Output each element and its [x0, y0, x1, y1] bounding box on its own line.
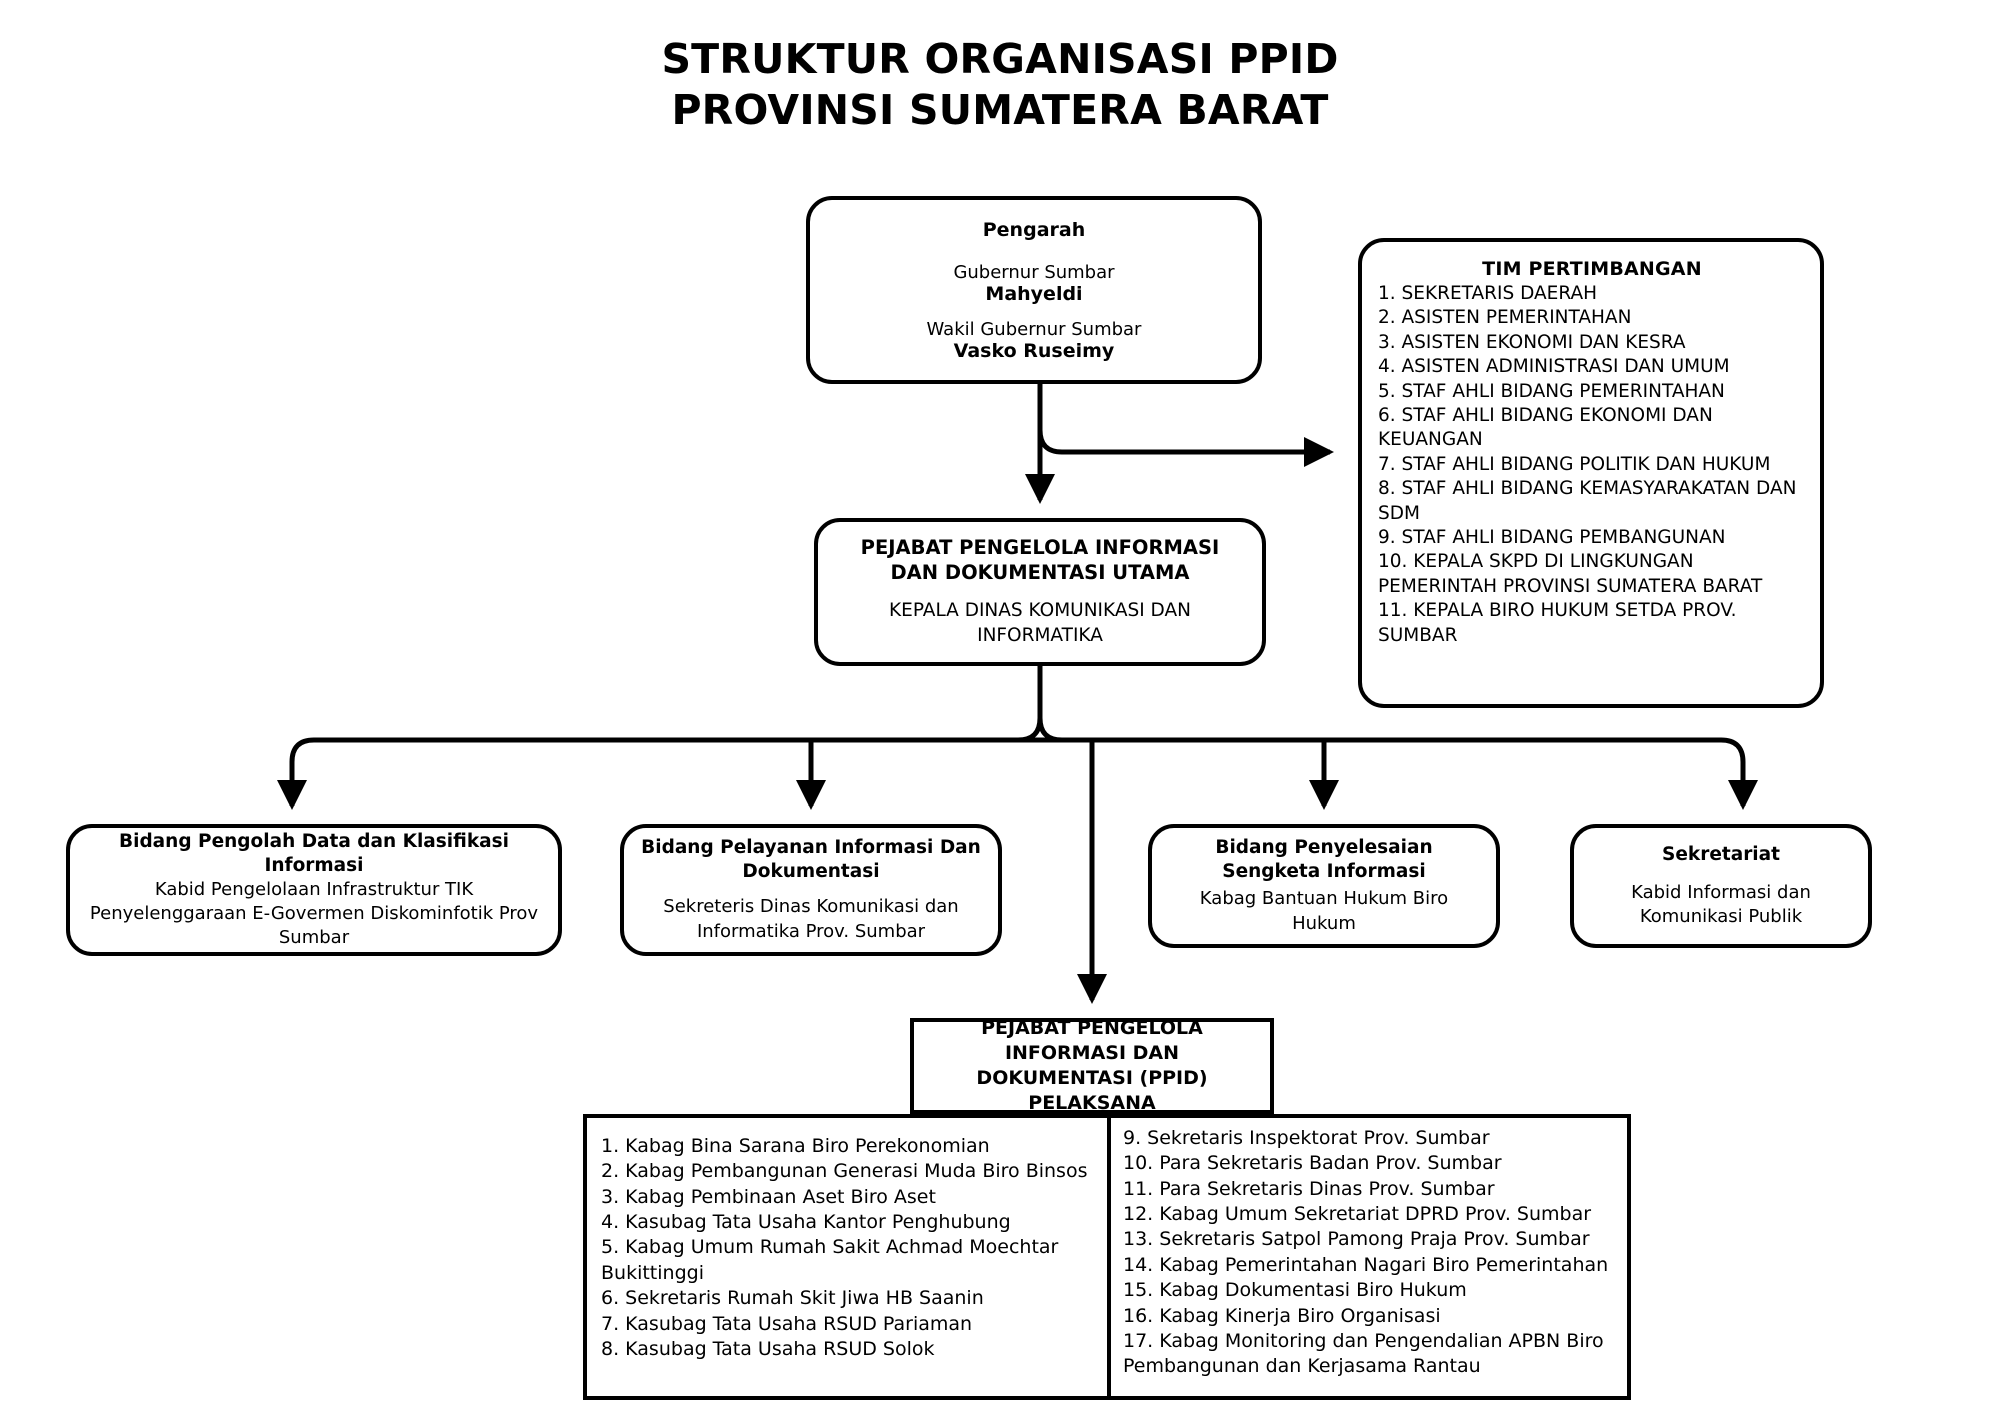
spacer — [826, 242, 1242, 262]
bidang2-sub: Sekreteris Dinas Komunikasi dan Informat… — [663, 896, 959, 942]
tim-pertimbangan-heading: TIM PERTIMBANGAN — [1482, 258, 1702, 280]
wire-bus-join-right — [1037, 717, 1063, 743]
list-item: 2. ASISTEN PEMERINTAHAN — [1378, 307, 1632, 329]
bidang3-sub: Kabag Bantuan Hukum Biro Hukum — [1199, 888, 1449, 934]
list-item: 12. Kabag Umum Sekretariat DPRD Prov. Su… — [1123, 1203, 1592, 1226]
list-item: 10. Para Sekretaris Badan Prov. Sumbar — [1123, 1152, 1502, 1175]
ppid-utama-heading: PEJABAT PENGELOLA INFORMASI DAN DOKUMENT… — [860, 535, 1220, 585]
ppid-pelaksana-list-left: 1. Kabag Bina Sarana Biro Perekonomian 2.… — [601, 1134, 1097, 1362]
list-item: 11. KEPALA BIRO HUKUM SETDA PROV. SUMBAR — [1378, 600, 1737, 646]
bidang2-heading: Bidang Pelayanan Informasi Dan Dokumenta… — [641, 837, 981, 883]
list-item: 5. STAF AHLI BIDANG PEMERINTAHAN — [1378, 380, 1725, 402]
wire-to-bidang4 — [1720, 737, 1758, 811]
node-ppid-utama[interactable]: PEJABAT PENGELOLA INFORMASI DAN DOKUMENT… — [814, 518, 1266, 666]
node-bidang-pengolah-data[interactable]: Bidang Pengolah Data dan Klasifikasi Inf… — [66, 824, 562, 956]
list-item: 17. Kabag Monitoring dan Pengendalian AP… — [1123, 1329, 1604, 1378]
list-item: 1. Kabag Bina Sarana Biro Perekonomian — [601, 1135, 990, 1157]
wire-pengarah-to-tim — [1037, 429, 1335, 467]
title-line-2: PROVINSI SUMATERA BARAT — [671, 86, 1329, 135]
list-item: 4. ASISTEN ADMINISTRASI DAN UMUM — [1378, 356, 1730, 378]
spacer — [836, 585, 1244, 599]
bidang4-sub: Kabid Informasi dan Komunikasi Publik — [1631, 881, 1811, 928]
list-item: 4. Kasubag Tata Usaha Kantor Penghubung — [601, 1211, 1011, 1234]
list-item: 11. Para Sekretaris Dinas Prov. Sumbar — [1123, 1177, 1495, 1200]
spacer — [640, 884, 982, 895]
bidang4-heading: Sekretariat — [1662, 843, 1780, 865]
list-item: 9. Sekretaris Inspektorat Prov. Sumbar — [1123, 1127, 1490, 1149]
list-item: 15. Kabag Dokumentasi Biro Hukum — [1123, 1279, 1467, 1302]
list-item: 9. STAF AHLI BIDANG PEMBANGUNAN — [1378, 527, 1726, 549]
tim-pertimbangan-list: 1. SEKRETARIS DAERAH 2. ASISTEN PEMERINTA… — [1378, 282, 1806, 648]
list-item: 13. Sekretaris Satpol Pamong Praja Prov.… — [1123, 1228, 1590, 1251]
node-sekretariat[interactable]: Sekretariat Kabid Informasi dan Komunika… — [1570, 824, 1872, 948]
pengarah-name-1: Mahyeldi — [985, 283, 1083, 306]
list-item: 8. Kasubag Tata Usaha RSUD Solok — [601, 1337, 935, 1360]
node-tim-pertimbangan[interactable]: TIM PERTIMBANGAN 1. SEKRETARIS DAERAH 2. … — [1358, 238, 1824, 708]
node-ppid-pelaksana[interactable]: PEJABAT PENGELOLA INFORMASI DAN DOKUMENT… — [910, 1016, 1274, 1115]
ppid-pelaksana-list-left-box[interactable]: 1. Kabag Bina Sarana Biro Perekonomian 2.… — [583, 1114, 1111, 1400]
bidang1-heading: Bidang Pengolah Data dan Klasifikasi Inf… — [119, 830, 509, 876]
list-item: 3. ASISTEN EKONOMI DAN KESRA — [1378, 331, 1686, 353]
list-item: 3. Kabag Pembinaan Aset Biro Aset — [601, 1185, 936, 1208]
spacer — [826, 305, 1242, 319]
list-item: 2. Kabag Pembangunan Generasi Muda Biro … — [601, 1160, 1088, 1183]
list-item: 7. STAF AHLI BIDANG POLITIK DAN HUKUM — [1378, 453, 1771, 475]
bidang3-heading: Bidang Penyelesaian Sengketa Informasi — [1215, 837, 1433, 883]
list-item: 10. KEPALA SKPD DI LINGKUNGAN PEMERINTAH… — [1378, 551, 1763, 597]
list-item: 16. Kabag Kinerja Biro Organisasi — [1123, 1304, 1441, 1327]
pengarah-name-2: Vasko Ruseimy — [953, 340, 1115, 363]
bidang1-sub: Kabid Pengelolaan Infrastruktur TIK Peny… — [89, 878, 539, 949]
page-title: STRUKTUR ORGANISASI PPID PROVINSI SUMATE… — [0, 34, 2000, 137]
ppid-pelaksana-heading: PEJABAT PENGELOLA INFORMASI DAN DOKUMENT… — [976, 1016, 1208, 1115]
list-item: 1. SEKRETARIS DAERAH — [1378, 283, 1598, 304]
list-item: 14. Kabag Pemerintahan Nagari Biro Pemer… — [1123, 1253, 1609, 1276]
ppid-utama-sub: KEPALA DINAS KOMUNIKASI DAN INFORMATIKA — [889, 600, 1191, 647]
list-item: 6. Sekretaris Rumah Skit Jiwa HB Saanin — [601, 1287, 984, 1310]
wire-bus-join-left — [1017, 717, 1043, 743]
pengarah-heading: Pengarah — [982, 218, 1086, 241]
node-pengarah[interactable]: Pengarah Gubernur Sumbar Mahyeldi Wakil … — [806, 196, 1262, 384]
ppid-pelaksana-list-right: 9. Sekretaris Inspektorat Prov. Sumbar 10… — [1123, 1126, 1617, 1380]
spacer — [1588, 867, 1854, 881]
list-item: 5. Kabag Umum Rumah Sakit Achmad Moechta… — [601, 1236, 1059, 1284]
node-bidang-pelayanan-informasi[interactable]: Bidang Pelayanan Informasi Dan Dokumenta… — [620, 824, 1002, 956]
ppid-pelaksana-list-right-box[interactable]: 9. Sekretaris Inspektorat Prov. Sumbar 10… — [1107, 1114, 1631, 1400]
title-line-1: STRUKTUR ORGANISASI PPID — [661, 35, 1339, 83]
list-item: 6. STAF AHLI BIDANG EKONOMI DAN KEUANGAN — [1378, 405, 1713, 451]
list-item: 7. Kasubag Tata Usaha RSUD Pariaman — [601, 1312, 973, 1335]
list-item: 8. STAF AHLI BIDANG KEMASYARAKATAN DAN S… — [1378, 478, 1797, 524]
pengarah-role-1: Gubernur Sumbar — [953, 262, 1115, 284]
node-bidang-penyelesaian-sengketa[interactable]: Bidang Penyelesaian Sengketa Informasi K… — [1148, 824, 1500, 948]
pengarah-role-2: Wakil Gubernur Sumbar — [926, 319, 1142, 341]
wire-to-bidang1 — [277, 737, 315, 811]
